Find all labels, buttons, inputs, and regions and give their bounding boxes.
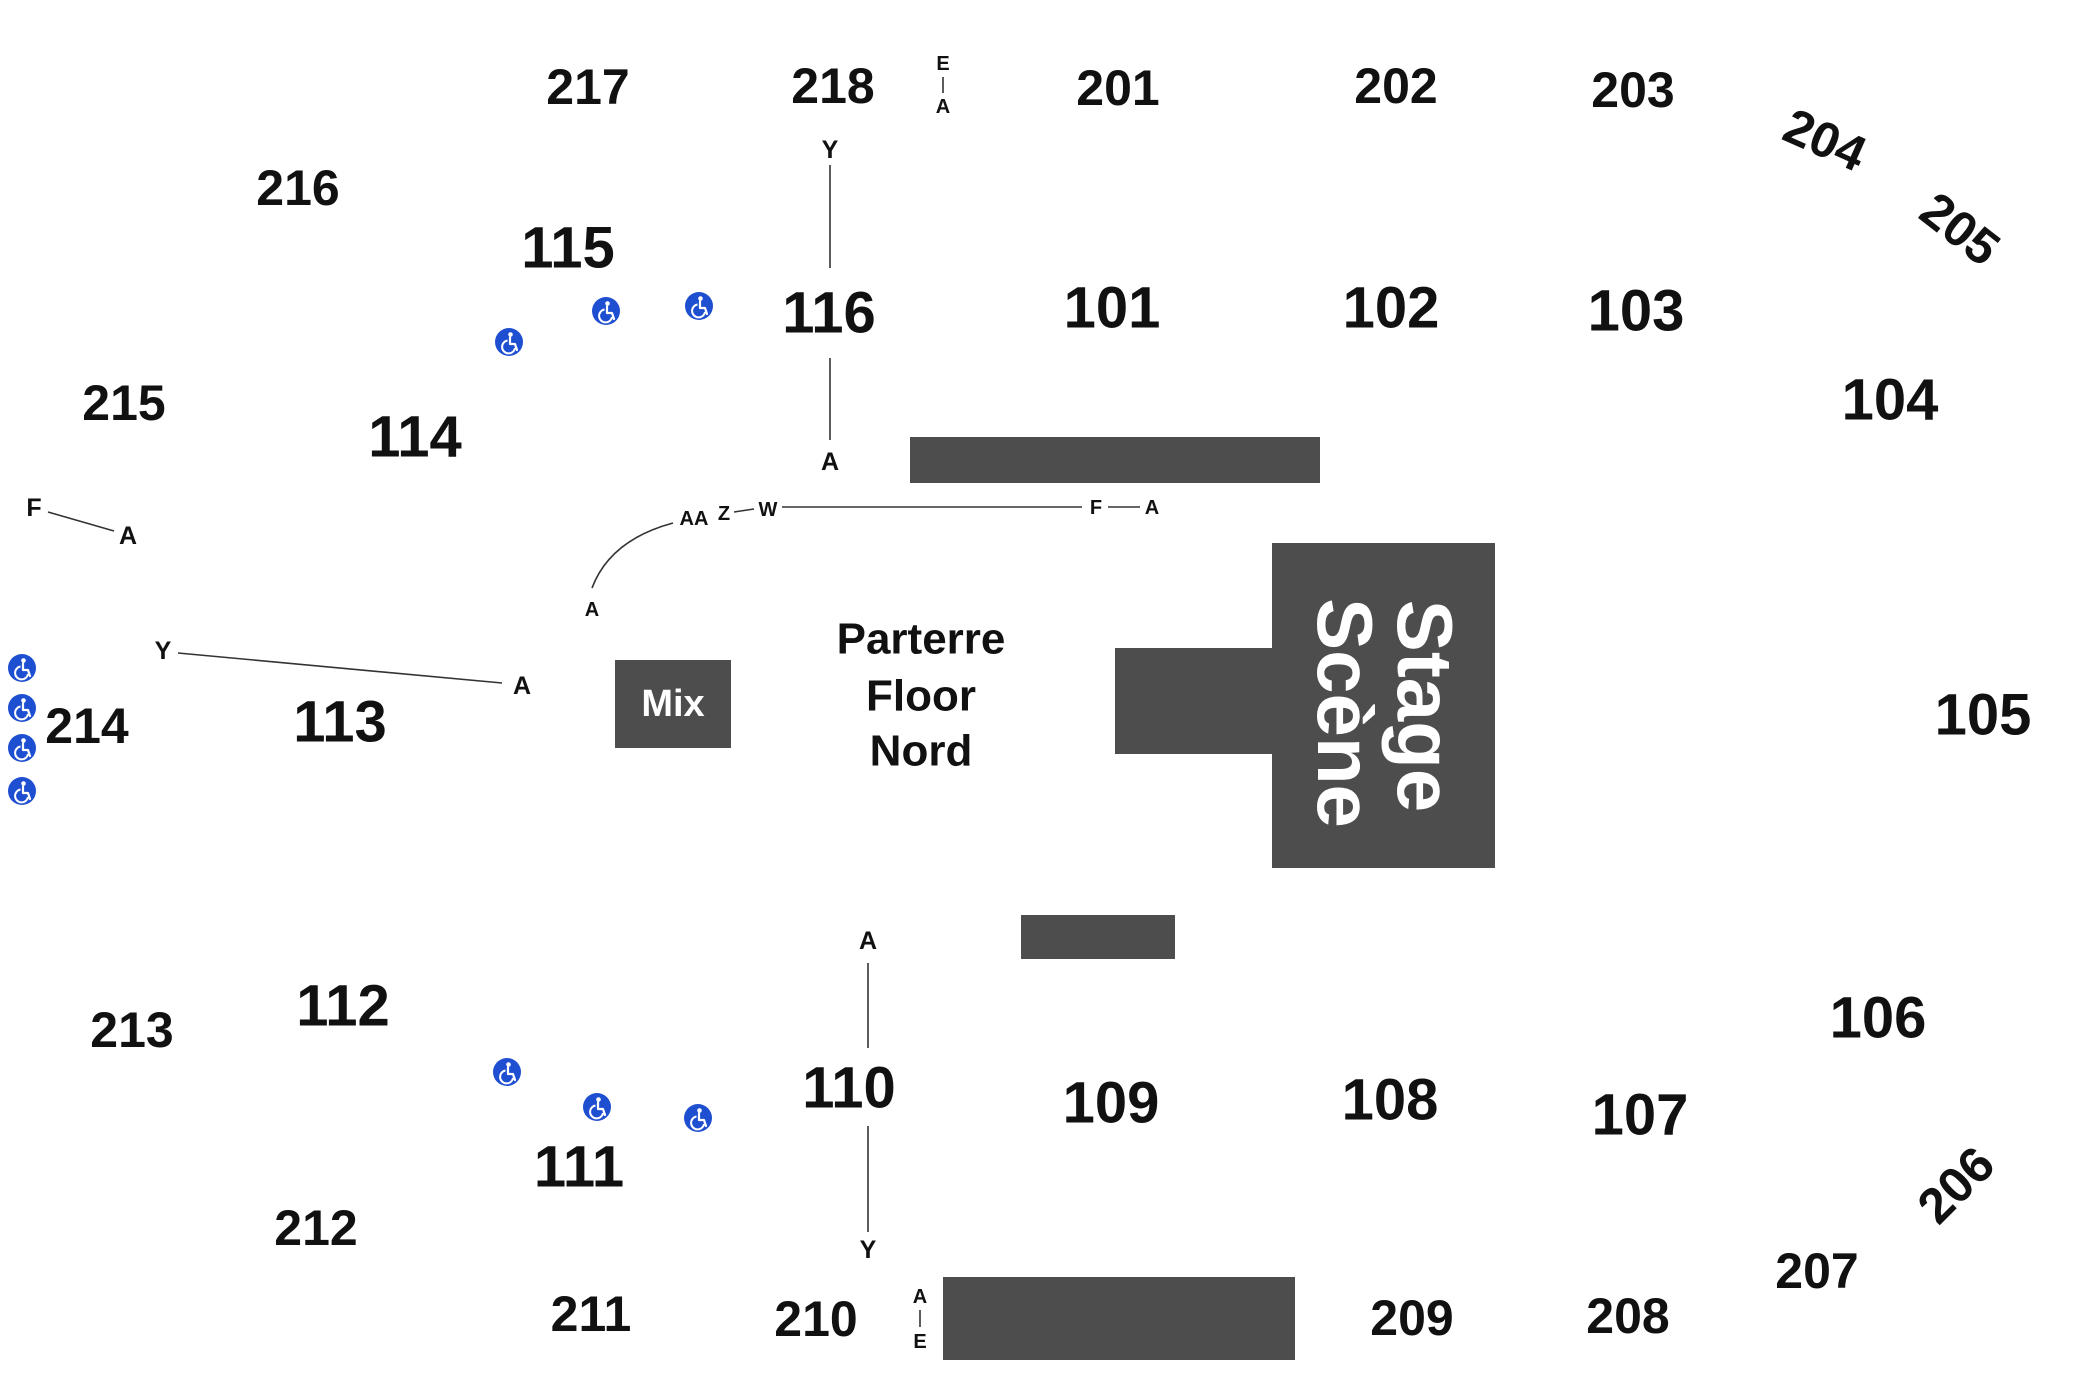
- section-105[interactable]: 105: [1935, 683, 2032, 748]
- section-104[interactable]: 104: [1842, 368, 1939, 433]
- row-label: A: [585, 599, 599, 621]
- section-217[interactable]: 217: [546, 59, 629, 115]
- stage-label-en: Stage: [1381, 600, 1469, 812]
- wheelchair-icon: [590, 295, 622, 327]
- wheelchair-icon: [6, 775, 38, 807]
- section-213[interactable]: 213: [90, 1002, 173, 1058]
- wheelchair-icon: [581, 1091, 613, 1123]
- section-107[interactable]: 107: [1592, 1083, 1689, 1148]
- section-106[interactable]: 106: [1830, 986, 1927, 1051]
- row-label: A: [1145, 497, 1159, 519]
- stage-runway-block: [1115, 648, 1275, 754]
- row-line-floor-curve: [591, 522, 674, 589]
- section-214[interactable]: 214: [45, 698, 129, 754]
- section-116[interactable]: 116: [782, 281, 876, 346]
- row-label: E: [936, 53, 949, 75]
- section-112[interactable]: 112: [296, 974, 390, 1039]
- wheelchair-icon: [6, 732, 38, 764]
- row-label: A: [513, 672, 531, 700]
- wheelchair-icon: [493, 326, 525, 358]
- section-109[interactable]: 109: [1063, 1071, 1160, 1136]
- section-114[interactable]: 114: [368, 405, 462, 470]
- row-label: A: [913, 1286, 927, 1308]
- row-label: Y: [155, 637, 172, 665]
- stage-label-fr: Scène: [1301, 598, 1389, 828]
- row-label: Y: [860, 1236, 877, 1264]
- section-205[interactable]: 205: [1910, 181, 2010, 276]
- row-label: AA: [680, 508, 709, 530]
- section-207[interactable]: 207: [1775, 1243, 1858, 1299]
- floor-label-line3: Nord: [870, 727, 973, 776]
- section-111[interactable]: 111: [534, 1135, 624, 1200]
- section-206[interactable]: 206: [1907, 1136, 2006, 1235]
- section-108[interactable]: 108: [1342, 1068, 1439, 1133]
- section-208[interactable]: 208: [1586, 1288, 1669, 1344]
- section-201[interactable]: 201: [1076, 60, 1159, 116]
- wheelchair-icon: [491, 1056, 523, 1088]
- row-label: A: [859, 927, 877, 955]
- section-115[interactable]: 115: [521, 216, 615, 281]
- row-label: Y: [822, 136, 839, 164]
- row-label: F: [26, 494, 41, 522]
- section-210[interactable]: 210: [774, 1291, 857, 1347]
- bottom-platform-block: [943, 1277, 1295, 1360]
- section-218[interactable]: 218: [791, 58, 874, 114]
- section-209[interactable]: 209: [1370, 1290, 1453, 1346]
- stage-block: [1272, 543, 1495, 868]
- section-212[interactable]: 212: [274, 1200, 357, 1256]
- row-label: W: [759, 499, 778, 521]
- row-label: A: [119, 522, 137, 550]
- section-101[interactable]: 101: [1064, 276, 1161, 341]
- top-platform-block: [910, 437, 1320, 483]
- section-211[interactable]: 211: [551, 1286, 632, 1342]
- row-label: F: [1090, 497, 1102, 519]
- floor-label-line2: Floor: [866, 672, 976, 721]
- section-110[interactable]: 110: [802, 1056, 896, 1121]
- section-113[interactable]: 113: [293, 690, 387, 755]
- mix-label: Mix: [641, 683, 704, 725]
- floor-label-line1: Parterre: [837, 615, 1006, 664]
- section-204[interactable]: 204: [1775, 97, 1874, 182]
- section-202[interactable]: 202: [1354, 58, 1437, 114]
- wheelchair-icon: [6, 692, 38, 724]
- section-103[interactable]: 103: [1588, 279, 1685, 344]
- mix-block: [615, 660, 731, 748]
- section-215[interactable]: 215: [82, 375, 165, 431]
- wheelchair-icon: [682, 1102, 714, 1134]
- row-line-113: [177, 652, 503, 684]
- section-102[interactable]: 102: [1343, 276, 1440, 341]
- row-line-floor-z: [733, 508, 755, 513]
- row-label: A: [821, 448, 839, 476]
- row-label: E: [913, 1331, 926, 1353]
- wheelchair-icon: [683, 290, 715, 322]
- wheelchair-icon: [6, 652, 38, 684]
- section-216[interactable]: 216: [256, 160, 339, 216]
- lower-platform-block: [1021, 915, 1175, 959]
- row-label: Z: [718, 503, 730, 525]
- section-203[interactable]: 203: [1591, 62, 1674, 118]
- row-line-215: [47, 511, 115, 532]
- row-label: A: [936, 96, 950, 118]
